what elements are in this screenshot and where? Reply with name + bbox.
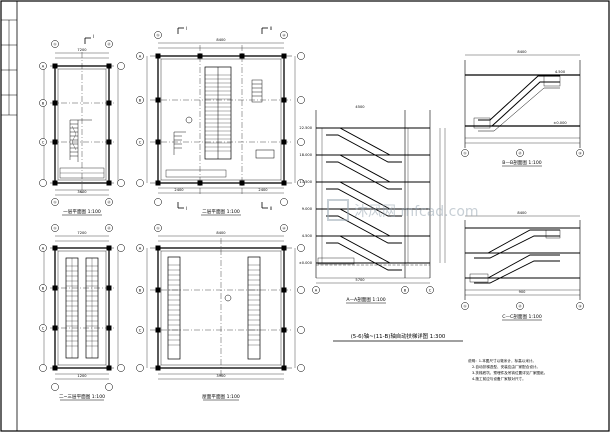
dimension-text: 900 [519,290,527,294]
grid-label: C [139,140,142,144]
grid-label: A [42,246,45,250]
grid-label: A [139,54,142,58]
grid-label: A [139,246,142,250]
note-line: 说明：1.本图尺寸以毫米计，标高以米计。 [468,358,536,363]
section-mark-label: Ⅰ [186,26,187,31]
plan-1f [43,52,119,196]
grid-label: C [139,328,142,332]
section-aa [315,110,446,284]
view-title-plan-2-3f: 二~三层平面图 1:100 [59,394,105,400]
grid-label: ② [107,42,110,46]
notes-block: 说明：1.本图尺寸以毫米计，标高以米计。 2.自动扶梯选型、安装应由厂家配合设计… [468,358,547,381]
grid-label: ③ [578,304,581,308]
view-title-section-cc: C—C剖面图 1:100 [502,313,542,320]
dimension-text: 7200 [77,231,87,235]
grid-label: ① [463,151,466,155]
grid-label: ② [518,304,521,308]
plan-roof [146,235,296,380]
section-bb-grid-bubbles [461,149,584,157]
grid-label: ① [53,226,56,230]
title-strip [1,19,17,116]
section-mark-label: Ⅱ [270,206,272,211]
section-mark-label: Ⅰ [93,34,94,39]
sheet-title: (5-6)轴~(11-B)轴自动扶梯详图 1:300 [351,332,446,340]
section-bb [464,54,581,148]
section-mark-label: Ⅱ [270,26,272,31]
grid-label: ② [107,200,110,204]
grid-label: ② [107,226,110,230]
grid-label: ④ [282,33,285,37]
view-title-section-bb: B—B剖面图 1:100 [502,159,541,166]
section-mark-1f [84,37,91,44]
grid-label: A [42,64,45,68]
elevation-text: 18.000 [299,153,312,157]
view-title-plan-1f: 一层平面图 1:100 [63,209,101,215]
note-line: 3.扶梯底坑、预埋件及吊钩位置详见厂家图纸。 [472,370,547,375]
elevation-text: 4.500 [555,70,566,74]
elevation-text: 13.500 [299,180,312,184]
section-cc-grid-bubbles [461,302,584,310]
note-line: 4.施工前应与设备厂家核对尺寸。 [472,376,526,381]
grid-label: ① [53,200,56,204]
plan-2-3f-grid-bubbles [39,224,125,391]
elevation-text: 4.500 [302,234,313,238]
grid-label: ① [156,33,159,37]
dimension-text: 8400 [517,50,527,54]
view-title-section-aa: A—A剖面图 1:100 [346,296,385,303]
section-cc [464,215,581,300]
grid-label: B [42,101,45,105]
dimension-text: 7200 [77,48,87,52]
watermark: 沐风网 mfcad.com [327,199,479,221]
grid-label: B [42,286,45,290]
elevation-text: ±0.000 [299,261,313,265]
note-line: 2.自动扶梯选型、安装应由厂家配合设计。 [472,364,540,369]
plan-roof-grid-bubbles [136,224,305,372]
grid-label: ③ [578,151,581,155]
grid-label: ④ [282,226,285,230]
grid-label: B [404,288,407,292]
dimension-text: 8400 [517,211,527,215]
grid-label: A [315,288,318,292]
dimension-text: 8400 [216,38,226,42]
grid-label: ① [156,226,159,230]
grid-label: B [139,98,142,102]
grid-label: C [42,326,45,330]
grid-label: ② [518,151,521,155]
dimension-text: 8400 [216,231,226,235]
plan-2f-grid-bubbles [136,31,305,206]
grid-label: ① [53,42,56,46]
dimension-text: 4500 [355,105,365,109]
watermark-text: 沐风网 mfcad.com [354,204,479,220]
grid-label: ① [463,304,466,308]
elevation-text: 9.000 [302,207,313,211]
dimension-text: 3900 [216,374,226,378]
plan-2-3f [43,235,119,380]
dimension-text: 2400 [174,188,184,192]
dimension-text: 1200 [77,374,87,378]
grid-label: C [42,140,45,144]
dimension-text: 5700 [355,278,365,282]
view-title-plan-roof: 屋面平面图 1:100 [202,394,240,400]
plan-1f-grid-bubbles [39,40,125,206]
grid-label: B [139,288,142,292]
view-title-plan-2f: 二层平面图 1:100 [202,209,240,215]
section-aa-grid-bubbles [312,286,434,294]
grid-label: C [429,288,432,292]
dimension-text: 2400 [258,188,268,192]
section-mark-label: Ⅰ [186,206,187,211]
section-marks-2f [177,27,268,209]
elevation-text: ±0.000 [553,121,567,125]
plan-2f [146,42,296,195]
elevation-text: 22.500 [299,126,312,130]
dimension-text: 3600 [77,190,87,194]
